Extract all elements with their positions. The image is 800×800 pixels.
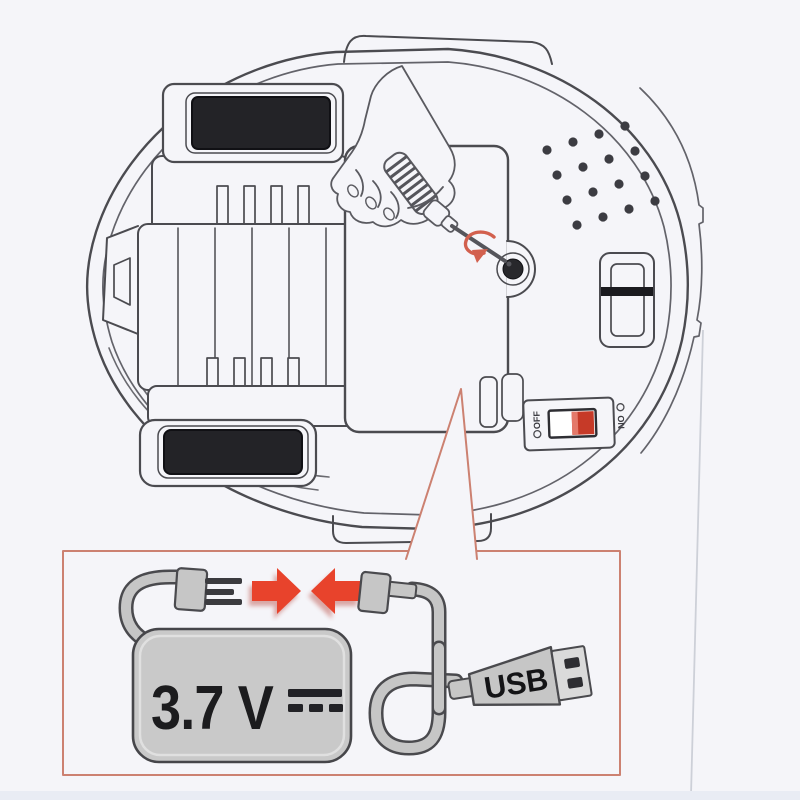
lower-battery-window xyxy=(138,418,318,488)
rotation-arrow-icon xyxy=(463,230,496,263)
page-edge xyxy=(0,329,800,800)
speaker-holes xyxy=(542,121,660,230)
battery-pack-icon: 3.7 V xyxy=(131,627,353,764)
fingertip-nails xyxy=(347,184,395,221)
usb-cable-icon xyxy=(368,581,464,756)
on-label: ON xyxy=(616,415,626,429)
arrow-right-icon xyxy=(252,568,301,614)
left-clip xyxy=(102,225,139,335)
press-together-arrows xyxy=(249,568,360,619)
inset-callout: 3.7 V xyxy=(62,388,621,776)
screwdriver-icon xyxy=(383,151,507,263)
power-switch: OFF ON xyxy=(522,396,626,452)
hand-illustration xyxy=(330,65,507,263)
mechanism-plate-mid xyxy=(137,223,365,391)
hand-finger-lines xyxy=(355,169,444,219)
upper-battery-window xyxy=(161,82,345,164)
top-tab xyxy=(343,34,553,65)
usb-plug-icon: USB xyxy=(447,645,593,707)
screwdriver-shaft xyxy=(450,224,507,263)
door-latch-tabs xyxy=(479,373,524,428)
device-underside-illustration: OFF ON xyxy=(85,34,704,544)
slider-control xyxy=(599,252,655,348)
cable-connector-socket-icon xyxy=(357,570,392,615)
battery-voltage-label: 3.7 V xyxy=(151,674,274,743)
off-label: OFF xyxy=(532,410,543,429)
dc-symbol-icon xyxy=(288,689,343,712)
connector-pins xyxy=(205,578,242,605)
mechanism-plates xyxy=(137,155,365,427)
screw-boss xyxy=(496,240,536,298)
arrow-left-icon xyxy=(311,568,360,614)
battery-connector-plug-icon xyxy=(173,567,209,612)
right-stepped-edge xyxy=(639,87,704,454)
left-clip-inner xyxy=(113,257,131,306)
switch-screw-hole-right xyxy=(616,403,625,412)
switch-screw-hole-left xyxy=(533,429,542,439)
callout-pointer xyxy=(405,388,478,560)
